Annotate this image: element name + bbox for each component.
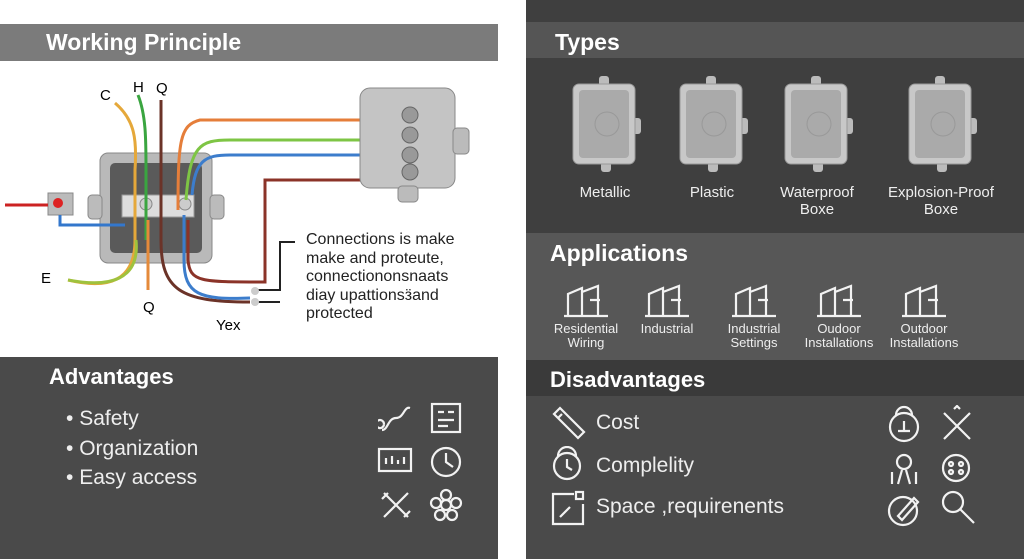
wire-label-e: E <box>41 270 52 287</box>
edit-box-icon <box>551 490 585 526</box>
circuit-board-icon <box>430 402 462 434</box>
monitor-icon <box>377 447 413 473</box>
applications-panel <box>526 233 1024 360</box>
clock-lock-icon <box>552 446 582 481</box>
clock-icon <box>430 446 462 478</box>
working-principle-title: Working Principle <box>46 29 242 55</box>
wire-label-c: C <box>100 87 111 104</box>
disadvantages-panel <box>526 396 1024 559</box>
type-label: Metallic <box>579 184 631 201</box>
wire-label-q-bottom: Q <box>143 299 155 316</box>
application-label: Residential Wiring <box>553 321 619 350</box>
wire-label-q: Q <box>156 80 168 97</box>
advantage-item: • Organization <box>66 437 199 460</box>
edit-circle-icon <box>887 495 920 527</box>
advantage-label: Easy access <box>79 466 198 489</box>
advantage-label: Organization <box>79 437 199 460</box>
advantage-item: • Safety <box>66 407 139 430</box>
person-network-icon <box>890 453 918 485</box>
wire-label-h: H <box>133 79 144 96</box>
application-label: Oudoor Installations <box>804 321 874 350</box>
disadvantage-space: Space ,requirenents <box>596 495 784 518</box>
cable-icon <box>378 406 411 432</box>
house-field-icon <box>564 284 608 318</box>
pencil-icon <box>552 406 586 440</box>
junction-box-image <box>572 76 641 172</box>
disadvantage-cost: Cost <box>596 411 640 434</box>
description-text: Connections is make make and proteute, c… <box>306 231 455 324</box>
applications-title: Applications <box>550 240 689 266</box>
application-label: Outdoor Installations <box>889 321 959 350</box>
type-label: Waterproof Boxe <box>780 184 854 218</box>
wiring-diagram <box>5 87 470 306</box>
outdoor-box-icon <box>902 284 946 318</box>
wire-label-yex: Yex <box>216 317 241 334</box>
outdoor-icon <box>817 284 861 318</box>
junction-box-image <box>908 76 977 172</box>
advantage-label: Safety <box>79 407 139 430</box>
advantages-title: Advantages <box>49 364 174 389</box>
types-title: Types <box>555 29 620 55</box>
description-line: Connections is make <box>306 231 455 248</box>
working-principle-header: Working Principle <box>0 24 498 61</box>
junction-box-image <box>679 76 748 172</box>
types-header <box>526 22 1024 58</box>
description-line: diay upattionsӟand <box>306 286 439 304</box>
factory-icon <box>732 284 776 318</box>
crossed-wrenches-icon <box>943 405 971 440</box>
disadvantages-title: Disadvantages <box>550 367 706 392</box>
search-icon <box>941 490 975 524</box>
description-line: protected <box>306 305 373 322</box>
type-label: Explosion-Proof Boxe <box>888 184 994 218</box>
flower-gear-icon <box>429 488 463 522</box>
industrial-building-icon <box>645 284 689 318</box>
disadvantage-complexity: Complelity <box>596 454 695 477</box>
type-label: Plastic <box>689 184 735 201</box>
advantage-item: • Easy access <box>66 466 198 489</box>
advantages-panel <box>0 357 498 559</box>
application-label: Industrial Settings <box>727 321 781 350</box>
description-line: connectiononsnaats <box>306 268 449 285</box>
description-line: make and proteute, <box>306 249 444 267</box>
disadvantages-header <box>526 360 1024 396</box>
application-label: Industrial <box>640 321 694 336</box>
junction-box-image <box>784 76 853 172</box>
timer-icon <box>888 405 920 443</box>
gear-icon <box>941 453 971 483</box>
crossed-tools-icon <box>381 492 411 518</box>
